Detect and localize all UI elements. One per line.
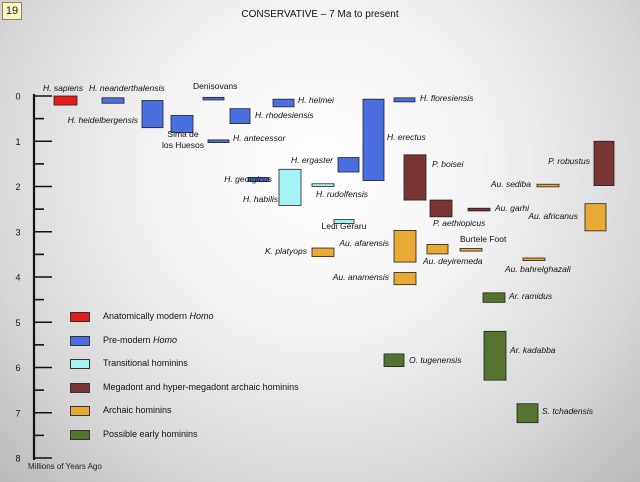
label-p-aethiopicus: P. aethiopicus: [433, 218, 486, 228]
bar-h-rudolfensis: [311, 183, 335, 187]
legend-label: Pre-modern Homo: [103, 335, 177, 345]
legend-label-text: Possible early hominins: [103, 428, 198, 439]
y-tick-label: 3: [15, 227, 20, 237]
bar-h-heidelbergensis: [141, 100, 164, 129]
label-h-rudolfensis: H. rudolfensis: [316, 189, 369, 199]
bar-p-aethiopicus: [429, 199, 453, 218]
label-h-helmei: H. helmei: [298, 95, 335, 105]
bar-h-sapiens: [53, 95, 78, 106]
bar-au-africanus: [584, 203, 607, 232]
bar-h-floresiensis: [393, 97, 416, 103]
label-h-heidelbergensis: H. heidelbergensis: [68, 115, 139, 125]
label-au-sediba: Au. sediba: [490, 179, 531, 189]
label-au-anamensis: Au. anamensis: [332, 272, 390, 282]
legend-label-text: Anatomically modern: [103, 311, 188, 321]
label-sima-de-los-huesos: los Huesos: [162, 140, 204, 150]
label-k-platyops: K. platyops: [265, 246, 308, 256]
legend-label: Anatomically modern Homo: [103, 311, 214, 321]
bar-o-tugenensis: [383, 353, 405, 367]
label-au-bahrelghazali: Au. bahrelghazali: [504, 264, 572, 274]
bar-au-anamensis: [393, 272, 417, 286]
label-denisovans: Denisovans: [193, 81, 237, 91]
bar-ledi-geraru: [333, 219, 355, 225]
legend-label-text: Megadont and hyper-megadont archaic homi…: [103, 381, 299, 392]
y-tick-label: 1: [15, 137, 20, 147]
legend-label: Archaic hominins: [103, 405, 172, 415]
bar-k-platyops: [311, 247, 335, 258]
legend-label-text: Transitional hominins: [103, 358, 188, 368]
label-p-robustus: P. robustus: [548, 156, 591, 166]
bar-h-erectus: [362, 98, 385, 182]
legend-swatch: [70, 382, 90, 393]
label-au-afarensis: Au. afarensis: [338, 238, 389, 248]
bar-sima-de-los-huesos: [170, 115, 194, 134]
label-h-sapiens: H. sapiens: [43, 83, 84, 93]
y-tick-label: 7: [15, 408, 20, 418]
label-ar-ramidus: Ar. ramidus: [508, 291, 553, 301]
y-tick-label: 8: [15, 454, 20, 464]
label-s-tchadensis: S. tchadensis: [542, 406, 594, 416]
bar-p-robustus: [593, 140, 615, 186]
bar-h-antecessor: [207, 139, 230, 144]
legend-label-text: Pre-modern: [103, 334, 151, 345]
label-ar-kadabba: Ar. kadabba: [509, 345, 556, 355]
legend-label: Megadont and hyper-megadont archaic homi…: [103, 382, 299, 392]
label-h-georgicus: H. georgicus: [224, 174, 272, 184]
x-axis-label: Millions of Years Ago: [28, 462, 102, 471]
bar-h-helmei: [272, 98, 295, 108]
slide-number: 19: [2, 2, 22, 20]
label-au-deyiremeda: Au. deyiremeda: [422, 256, 483, 266]
legend-label-text: Archaic hominins: [103, 405, 172, 415]
label-h-neanderthalensis: H. neanderthalensis: [89, 83, 165, 93]
legend-label: Transitional hominins: [103, 358, 188, 368]
label-au-africanus: Au. africanus: [527, 211, 578, 221]
bar-h-georgicus: [247, 177, 270, 182]
bar-denisovans: [202, 96, 225, 101]
label-h-habilis: H. habilis: [243, 194, 279, 204]
label-p-boisei: P. boisei: [432, 159, 465, 169]
bar-au-garhi: [467, 207, 491, 212]
legend-swatch: [70, 335, 90, 346]
label-h-floresiensis: H. floresiensis: [420, 93, 474, 103]
y-tick-label: 6: [15, 363, 20, 373]
legend-label: Possible early hominins: [103, 429, 198, 439]
y-tick-label: 0: [15, 92, 20, 102]
bar-au-bahrelghazali: [522, 257, 546, 261]
label-h-antecessor: H. antecessor: [233, 133, 287, 143]
y-tick-label: 4: [15, 273, 20, 283]
bar-h-neanderthalensis: [101, 97, 125, 104]
bar-h-rhodesiensis: [229, 108, 251, 125]
label-h-ergaster: H. ergaster: [291, 155, 334, 165]
label-au-garhi: Au. garhi: [494, 203, 530, 213]
legend-swatch: [70, 406, 90, 416]
bar-ar-ramidus: [482, 292, 506, 303]
label-ledi-geraru: Ledi Geraru: [322, 221, 367, 231]
bar-burtele-foot: [459, 248, 483, 252]
label-sima-de-los-huesos: Sima de: [167, 129, 198, 139]
bar-h-habilis: [278, 168, 302, 206]
y-tick-label: 2: [15, 182, 20, 192]
bar-au-deyiremeda: [426, 244, 449, 255]
bar-au-afarensis: [393, 229, 417, 263]
y-tick-label: 5: [15, 318, 20, 328]
label-h-erectus: H. erectus: [387, 132, 426, 142]
bar-h-ergaster: [337, 157, 360, 173]
bar-p-boisei: [403, 154, 427, 201]
legend-swatch: [70, 429, 90, 440]
bar-au-sediba: [536, 183, 560, 188]
legend-swatch: [70, 359, 90, 369]
bar-s-tchadensis: [516, 403, 539, 424]
label-o-tugenensis: O. tugenensis: [409, 355, 462, 365]
legend-label-italic: Homo: [150, 334, 178, 345]
bar-ar-kadabba: [483, 330, 507, 381]
label-burtele-foot: Burtele Foot: [460, 234, 507, 244]
chart-title: CONSERVATIVE – 7 Ma to present: [241, 9, 399, 20]
label-h-rhodesiensis: H. rhodesiensis: [255, 110, 314, 120]
legend-swatch: [70, 312, 90, 322]
legend-label-italic: Homo: [187, 311, 214, 321]
